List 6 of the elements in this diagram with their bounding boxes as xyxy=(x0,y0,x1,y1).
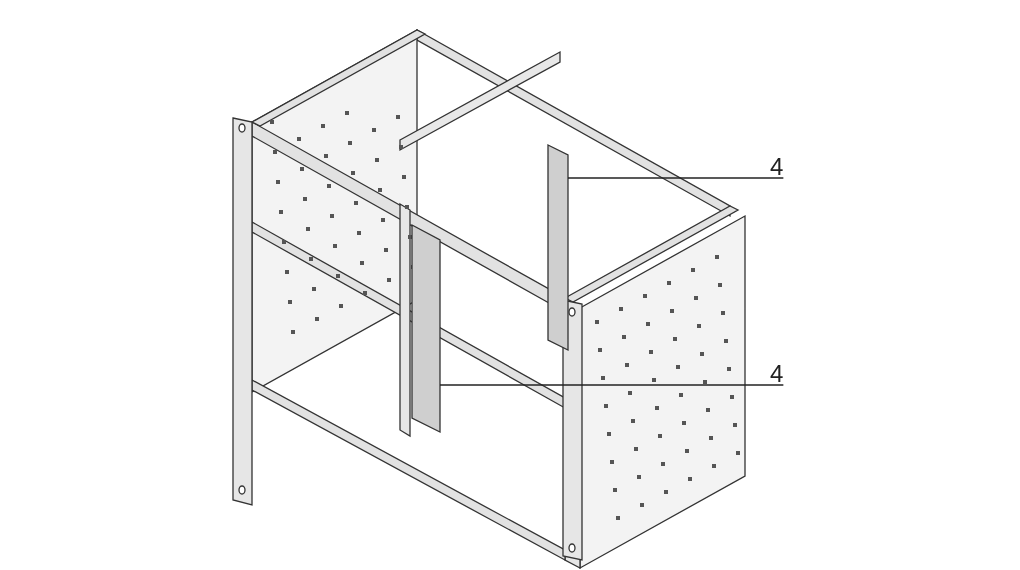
callout-number: 4 xyxy=(770,156,784,178)
divider-panel xyxy=(411,223,441,434)
leader-line xyxy=(439,384,784,386)
callout-number: 4 xyxy=(770,363,784,385)
divider-panel xyxy=(547,143,569,352)
leader-line xyxy=(567,177,784,179)
